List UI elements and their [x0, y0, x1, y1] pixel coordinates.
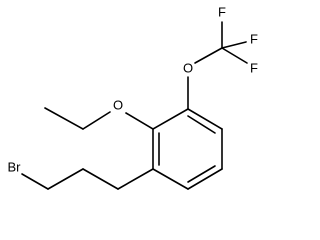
bond-chain-c3-to-bromine — [21, 173, 49, 190]
benzene-ring — [152, 108, 223, 190]
bond-ch2-to-ch3 — [44, 107, 84, 130]
ring-inner-double-bond-3 — [187, 115, 216, 134]
trifluoromethoxy-group: O F F F — [183, 4, 258, 110]
ring-bond-c3-c4 — [187, 168, 223, 190]
bromopropyl-chain: Br — [8, 159, 154, 190]
bond-oxygen-to-cf3-carbon — [194, 47, 223, 64]
ring-inner-double-bond-2 — [187, 165, 216, 183]
fluorine-top-label: F — [218, 4, 226, 19]
bond-chain-c2-to-c3 — [47, 168, 84, 190]
ring-bond-c5-c6 — [187, 108, 223, 130]
bond-ring-to-chain-c1 — [117, 168, 154, 190]
chemical-structure-diagram: O F F F O Br — [8, 4, 258, 190]
ring-bond-c6-c1 — [152, 108, 189, 130]
bond-ethoxy-oxygen-to-ch2 — [82, 111, 111, 130]
ring-bond-c2-c3 — [152, 168, 189, 190]
oxygen-trifluoromethoxy-label: O — [183, 60, 193, 75]
fluorine-lower-label: F — [250, 60, 258, 75]
bromine-label: Br — [8, 159, 22, 174]
bond-carbon-to-fluorine-middle — [221, 41, 247, 49]
bond-carbon-to-fluorine-lower — [221, 47, 248, 64]
bond-ring-to-ethoxy-oxygen — [125, 112, 154, 130]
fluorine-middle-label: F — [250, 31, 258, 46]
ethoxy-group: O — [44, 97, 154, 130]
oxygen-ethoxy-label: O — [113, 97, 123, 112]
bond-chain-c1-to-c2 — [82, 168, 119, 190]
